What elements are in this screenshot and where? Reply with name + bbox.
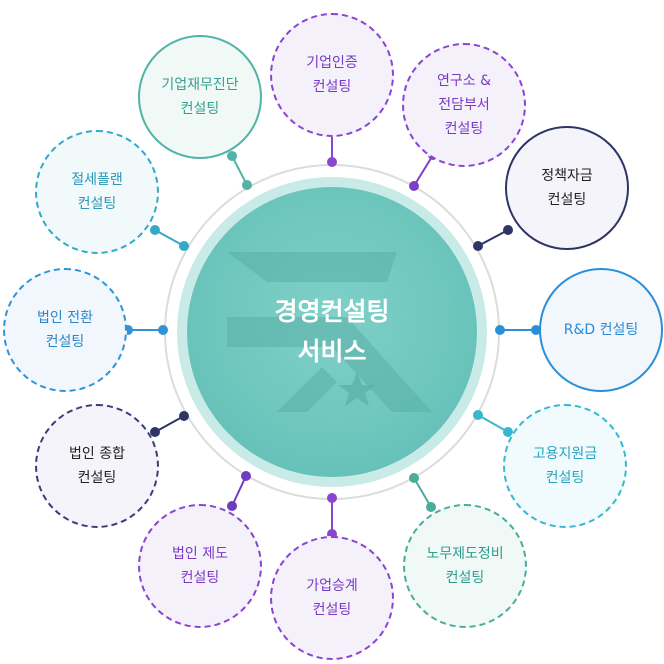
- connector-dot-corp-sys-inner: [241, 471, 251, 481]
- service-node-label: R&D 컨설팅: [563, 322, 639, 338]
- connector-dot-diag-inner: [242, 180, 252, 190]
- connector-dot-fund-outer: [503, 225, 513, 235]
- connector-line-employ: [477, 414, 509, 433]
- connector-line-lab: [413, 154, 434, 187]
- center-circle: 경영컨설팅 서비스: [187, 187, 477, 477]
- service-node-label: 컨설팅: [312, 79, 352, 95]
- service-node-label: 정책자금: [541, 168, 593, 184]
- service-node-label: 기업재무진단: [161, 77, 239, 93]
- connector-dot-fund-inner: [473, 241, 483, 251]
- connector-dot-diag-outer: [227, 151, 237, 161]
- connector-line-labor: [413, 477, 432, 508]
- connector-line-fund: [477, 229, 509, 247]
- service-node-label: 고용지원금: [532, 446, 598, 462]
- service-node-label: 법인 제도: [172, 546, 228, 562]
- service-node-label: 컨설팅: [547, 192, 587, 208]
- connector-dot-tax-outer: [150, 225, 160, 235]
- connector-dot-succession-inner: [327, 493, 337, 503]
- service-node-label: 기업인증: [306, 55, 358, 71]
- service-node-label: 노무제도정비: [426, 546, 504, 562]
- center-title-line2: 서비스: [297, 337, 367, 366]
- connector-dot-labor-outer: [426, 502, 436, 512]
- connector-dot-cert-inner: [327, 157, 337, 167]
- service-node-label: 컨설팅: [77, 196, 117, 212]
- center-title-line1: 경영컨설팅: [274, 297, 390, 326]
- service-node-label: 컨설팅: [180, 101, 220, 117]
- connector-dot-corp-total-inner: [179, 411, 189, 421]
- connector-dot-corp-conv-inner: [158, 325, 168, 335]
- service-node-label: 법인 종합: [69, 446, 125, 462]
- service-node-label: 컨설팅: [45, 334, 85, 350]
- connector-dot-rnd-outer: [531, 325, 541, 335]
- service-node-label: 컨설팅: [445, 570, 485, 586]
- connector-line-diag: [231, 155, 248, 186]
- connector-line-tax: [154, 229, 185, 247]
- connector-dot-corp-total-outer: [150, 427, 160, 437]
- service-node-label: 컨설팅: [312, 602, 352, 618]
- connector-line-corp-sys: [231, 475, 247, 507]
- connector-dot-labor-inner: [409, 473, 419, 483]
- logo-watermark-icon: [227, 252, 432, 412]
- connector-line-corp-total: [154, 415, 185, 433]
- service-node-label: 가업승계: [306, 578, 358, 594]
- service-node-label: 법인 전환: [37, 310, 93, 326]
- connector-dot-corp-sys-outer: [227, 501, 237, 511]
- connector-dot-lab-inner: [409, 181, 419, 191]
- connector-dot-rnd-inner: [495, 325, 505, 335]
- connector-dot-employ-inner: [473, 410, 483, 420]
- service-node-label: 컨설팅: [444, 121, 484, 137]
- service-node-label: 절세플랜: [71, 172, 123, 188]
- service-node-label: 연구소 &: [436, 73, 491, 89]
- service-node-label: 컨설팅: [545, 470, 585, 486]
- connector-dot-tax-inner: [179, 241, 189, 251]
- service-node-label: 컨설팅: [180, 570, 220, 586]
- service-node-label: 전담부서: [438, 97, 490, 113]
- service-node-rnd[interactable]: R&D 컨설팅: [539, 268, 663, 392]
- service-node-label: 컨설팅: [77, 470, 117, 486]
